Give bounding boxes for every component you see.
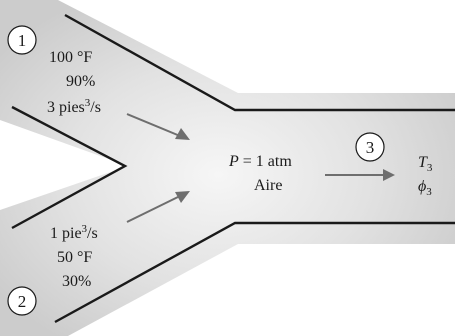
outlet-3-temperature: T3 [418, 154, 433, 174]
inlet-2-group: 1 pie3/s 50 °F 30% 2 [7, 223, 98, 316]
upper-wall-line [64, 13, 455, 112]
separator-wedge-line [11, 105, 128, 230]
duct-walls [11, 13, 455, 324]
outlet-3-number: 3 [366, 138, 375, 157]
inlet-2-humidity: 30% [62, 273, 91, 290]
inlet-1-temperature: 100 °F [49, 49, 92, 66]
inlet-1-number: 1 [18, 31, 27, 50]
inlet-2-badge [7, 286, 37, 316]
mixing-section: P = 1 atm Aire [228, 153, 292, 194]
inlet-2-flow-arrow-icon [126, 191, 190, 223]
inlet-1-humidity: 90% [66, 73, 95, 90]
inlet-1-flow-arrow-icon [126, 113, 190, 140]
outlet-3-group: 3 T3 ϕ3 [355, 132, 433, 198]
inlet-1-group: 1 100 °F 90% 3 pies3/s [7, 25, 101, 116]
outlet-flow-arrow-icon [325, 169, 395, 181]
inlet-2-flow-rate: 1 pie3/s [50, 223, 98, 242]
inlet-1-badge [7, 25, 37, 55]
inlet-1-flow-rate: 3 pies3/s [47, 97, 101, 116]
inlet-2-number: 2 [18, 292, 27, 311]
mixing-fluid: Aire [254, 177, 282, 194]
mixing-pressure: P = 1 atm [228, 153, 292, 170]
lower-wall-line [54, 221, 455, 324]
outlet-3-relative-humidity: ϕ3 [418, 178, 432, 198]
flow-arrows [126, 113, 395, 223]
inlet-2-temperature: 50 °F [57, 249, 92, 266]
outlet-3-badge [355, 132, 385, 162]
